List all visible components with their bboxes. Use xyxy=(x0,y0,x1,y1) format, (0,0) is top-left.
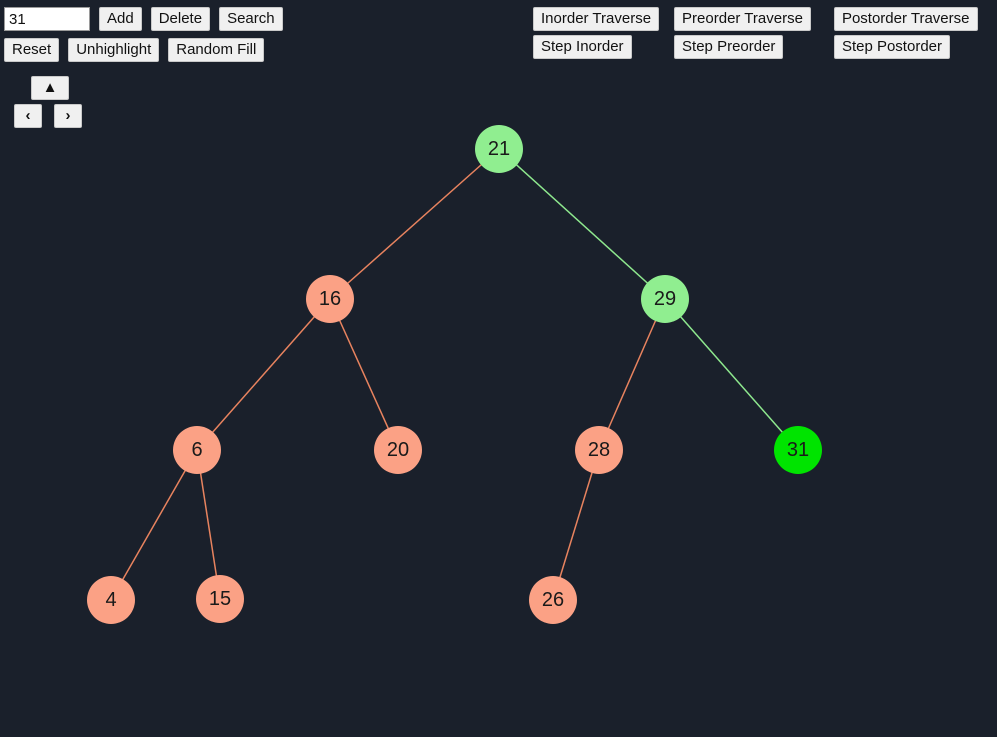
postorder-traverse-button[interactable]: Postorder Traverse xyxy=(833,7,978,31)
tree-node-circle xyxy=(173,426,221,474)
tree-node-label: 29 xyxy=(654,288,676,310)
tree-node-6: 6 xyxy=(173,426,221,474)
tree-node-label: 26 xyxy=(542,589,564,611)
preorder-traverse-button[interactable]: Preorder Traverse xyxy=(674,7,811,31)
tree-node-circle xyxy=(87,576,135,624)
traversal-column-postorder: Postorder Traverse Step Postorder xyxy=(833,7,978,59)
tree-node-circle xyxy=(196,575,244,623)
pan-right-button[interactable]: › xyxy=(54,104,82,128)
inorder-traverse-button[interactable]: Inorder Traverse xyxy=(533,7,660,31)
tree-node-circle xyxy=(641,275,689,323)
tree-node-31: 31 xyxy=(774,426,822,474)
tree-node-29: 29 xyxy=(641,275,689,323)
tree-node-circle xyxy=(529,576,577,624)
tree-edge-21-29 xyxy=(498,148,666,300)
tree-edge-28-26 xyxy=(552,449,600,601)
tree-node-label: 16 xyxy=(319,288,341,310)
tree-node-label: 15 xyxy=(209,588,231,610)
tree-node-circle xyxy=(374,426,422,474)
tree-edge-6-15 xyxy=(196,449,221,600)
tree-edge-21-16 xyxy=(329,148,500,300)
tree-node-label: 20 xyxy=(387,439,409,461)
chevron-left-icon: ‹ xyxy=(25,107,31,124)
value-input[interactable] xyxy=(4,7,90,31)
tree-node-16: 16 xyxy=(306,275,354,323)
tree-node-circle xyxy=(475,125,523,173)
toolbar-traversal: Inorder Traverse Step Inorder Preorder T… xyxy=(533,7,978,59)
tree-node-label: 21 xyxy=(488,138,510,160)
traversal-column-inorder: Inorder Traverse Step Inorder xyxy=(533,7,660,59)
reset-button[interactable]: Reset xyxy=(4,38,60,62)
tree-node-15: 15 xyxy=(196,575,244,623)
step-postorder-button[interactable]: Step Postorder xyxy=(833,35,950,59)
toolbar-row-1: Add Delete Search xyxy=(4,7,283,31)
add-button[interactable]: Add xyxy=(99,7,142,31)
traversal-column-preorder: Preorder Traverse Step Preorder xyxy=(674,7,811,59)
step-inorder-button[interactable]: Step Inorder xyxy=(533,35,632,59)
tree-edge-29-28 xyxy=(598,298,666,451)
tree-node-20: 20 xyxy=(374,426,422,474)
tree-node-label: 31 xyxy=(787,439,809,461)
tree-edge-16-6 xyxy=(196,298,331,451)
tree-node-4: 4 xyxy=(87,576,135,624)
tree-node-21: 21 xyxy=(475,125,523,173)
delete-button[interactable]: Delete xyxy=(150,7,211,31)
tree-node-label: 28 xyxy=(588,439,610,461)
tree-node-label: 6 xyxy=(191,439,202,461)
tree-edge-29-31 xyxy=(664,298,799,451)
up-arrow-icon: ▲ xyxy=(42,79,58,96)
tree-node-26: 26 xyxy=(529,576,577,624)
toolbar-left: Add Delete Search Reset Unhighlight Rand… xyxy=(4,7,283,69)
pan-up-button[interactable]: ▲ xyxy=(31,76,69,100)
step-preorder-button[interactable]: Step Preorder xyxy=(674,35,784,59)
tree-node-label: 4 xyxy=(105,589,116,611)
tree-node-circle xyxy=(575,426,623,474)
toolbar-row-2: Reset Unhighlight Random Fill xyxy=(4,38,283,62)
tree-edge-6-4 xyxy=(110,449,198,601)
search-button[interactable]: Search xyxy=(219,7,283,31)
unhighlight-button[interactable]: Unhighlight xyxy=(68,38,160,62)
random-fill-button[interactable]: Random Fill xyxy=(168,38,265,62)
tree-node-circle xyxy=(774,426,822,474)
tree-edge-16-20 xyxy=(329,298,399,451)
chevron-right-icon: › xyxy=(65,107,71,124)
tree-node-28: 28 xyxy=(575,426,623,474)
tree-node-circle xyxy=(306,275,354,323)
pan-left-button[interactable]: ‹ xyxy=(14,104,42,128)
